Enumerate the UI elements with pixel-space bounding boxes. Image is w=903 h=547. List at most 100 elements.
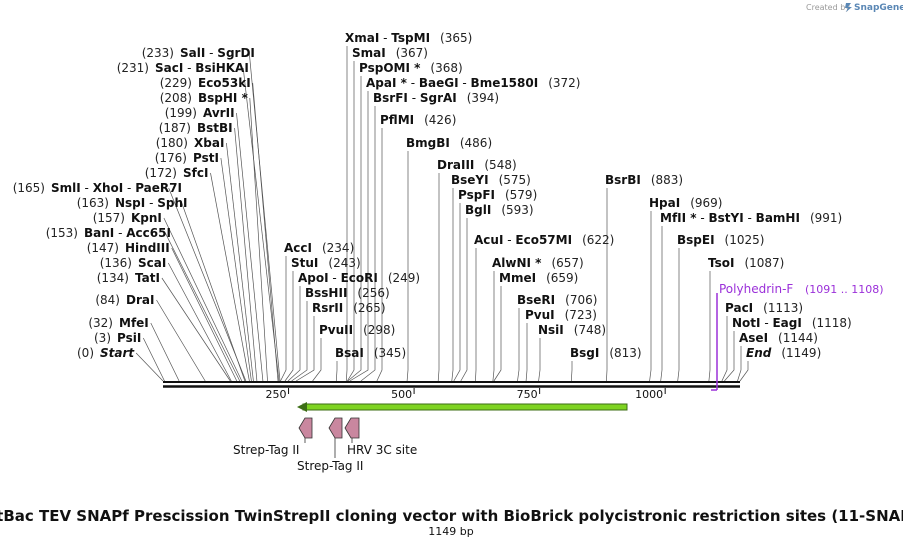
site-label: (199)AvrII — [165, 106, 235, 120]
primer-polyhedrin-f: Polyhedrin-F (1091 .. 1108) — [711, 282, 884, 391]
enzyme-name: BseRI — [517, 293, 555, 307]
enzyme-name: RsrII — [312, 301, 343, 315]
enzyme-name: BaeGI — [419, 76, 459, 90]
site-leader-line — [493, 286, 502, 382]
enzyme-name: SgrDI — [217, 46, 255, 60]
enzyme-name: MfeI — [119, 316, 149, 330]
site-label: BsaI(345) — [335, 346, 406, 360]
orf-arrow — [297, 402, 628, 412]
site-separator: - — [205, 46, 217, 60]
site-leader-line — [135, 352, 164, 382]
enzyme-name: MmeI — [499, 271, 536, 285]
sequence-backbone — [163, 381, 740, 388]
site-separator: - — [761, 316, 773, 330]
site-label: ApaI * - BaeGI - Bme1580I(372) — [366, 76, 580, 90]
snapgene-logo-icon — [845, 3, 852, 12]
site-leader-line — [737, 346, 742, 382]
site-label: RsrII(265) — [312, 301, 386, 315]
site-leader-line — [164, 232, 241, 382]
enzyme-name: BsaI — [335, 346, 364, 360]
site-leader-line — [347, 76, 362, 382]
site-label: PvuII(298) — [319, 323, 395, 337]
site-leader-line — [248, 52, 281, 382]
site-label: BglI(593) — [465, 203, 534, 217]
enzyme-name: PspOMI * — [359, 61, 421, 75]
site-position: (367) — [396, 46, 428, 60]
enzyme-name: BsrFI — [373, 91, 408, 105]
site-separator: - — [744, 211, 756, 225]
site-label: NsiI(748) — [538, 323, 606, 337]
map-title: pFastBac TEV SNAPf Prescission TwinStrep… — [0, 507, 903, 525]
site-position: (32) — [88, 316, 113, 330]
site-position: (1025) — [725, 233, 765, 247]
site-separator: - — [81, 181, 93, 195]
enzyme-name: AcuI — [474, 233, 503, 247]
enzyme-name: TspMI — [391, 31, 430, 45]
site-leader-line — [287, 286, 301, 382]
site-position: (575) — [499, 173, 531, 187]
site-leader-line — [295, 316, 315, 382]
site-label: XmaI - TspMI(365) — [345, 31, 472, 45]
site-leader-line — [234, 127, 258, 382]
enzyme-name: AccI — [284, 241, 312, 255]
site-label: MfII * - BstYI - BamHI(991) — [660, 211, 842, 225]
site-label: End(1149) — [746, 346, 821, 360]
site-leader-line — [312, 338, 322, 382]
site-leader-line — [606, 188, 608, 382]
site-label: (3)PsiI — [94, 331, 141, 345]
enzyme-name: TatI — [135, 271, 160, 285]
site-leader-line — [721, 316, 728, 382]
site-position: (163) — [77, 196, 109, 210]
enzyme-name: Eco53kI — [198, 76, 251, 90]
site-position: (208) — [160, 91, 192, 105]
site-position: (365) — [440, 31, 472, 45]
feature-label-hrv-3c: HRV 3C site — [347, 443, 417, 457]
enzyme-name: ApaI * — [366, 76, 408, 90]
enzyme-name: EcoRI — [341, 271, 378, 285]
site-leader-line — [291, 301, 308, 382]
site-leader-line — [460, 218, 468, 382]
site-leader-line — [660, 226, 663, 382]
site-position: (748) — [574, 323, 606, 337]
site-label: AlwNI *(657) — [492, 256, 584, 270]
site-leader-line — [168, 187, 247, 382]
site-position: (394) — [467, 91, 499, 105]
site-position: (813) — [609, 346, 641, 360]
site-position: (969) — [690, 196, 722, 210]
site-leader-line — [453, 203, 461, 382]
enzyme-name: XmaI — [345, 31, 379, 45]
enzyme-name: BamHI — [756, 211, 800, 225]
site-leader-line — [724, 331, 735, 382]
site-label: PflMI(426) — [380, 113, 456, 127]
enzyme-name: BsiHKAI — [195, 61, 249, 75]
site-position: (0) — [77, 346, 94, 360]
site-leader-line — [226, 142, 254, 382]
site-label: BspEI(1025) — [677, 233, 764, 247]
site-position: (84) — [95, 293, 120, 307]
site-leader-line — [406, 151, 409, 382]
site-label: (176)PstI — [155, 151, 219, 165]
site-position: (706) — [565, 293, 597, 307]
site-position: (1118) — [812, 316, 852, 330]
enzyme-name: NotI — [732, 316, 761, 330]
site-position: (153) — [46, 226, 78, 240]
feature-arrow-hrv-3c — [344, 417, 360, 439]
site-label: PvuI(723) — [525, 308, 597, 322]
enzyme-name: SmlI — [51, 181, 81, 195]
site-leader-line — [349, 91, 369, 382]
enzyme-name: BstBI — [197, 121, 233, 135]
site-leader-line — [163, 217, 243, 382]
enzyme-name: HpaI — [649, 196, 680, 210]
site-separator: - — [408, 91, 420, 105]
site-position: (134) — [97, 271, 129, 285]
site-position: (172) — [145, 166, 177, 180]
site-label: HpaI (969) — [649, 196, 722, 210]
site-label: (157)KpnI — [93, 211, 162, 225]
site-leader-line — [517, 308, 520, 382]
site-position: (622) — [582, 233, 614, 247]
site-position: (723) — [565, 308, 597, 322]
site-separator: - — [114, 226, 126, 240]
enzyme-name: ScaI — [138, 256, 166, 270]
enzyme-name: AlwNI * — [492, 256, 542, 270]
